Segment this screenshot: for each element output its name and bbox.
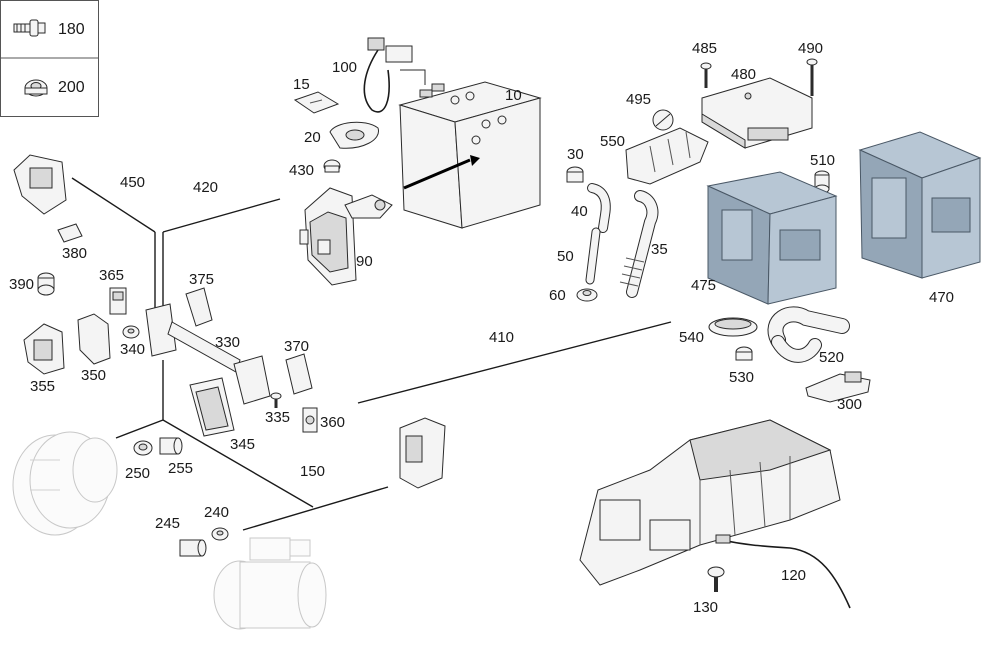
bolt-335 bbox=[270, 392, 282, 408]
callout-240: 240 bbox=[204, 504, 229, 521]
callout-540: 540 bbox=[679, 329, 704, 346]
starter-ghost bbox=[213, 537, 327, 630]
alternator-ghost bbox=[12, 431, 118, 536]
callout-380: 380 bbox=[62, 245, 87, 262]
callout-520: 520 bbox=[819, 349, 844, 366]
callout-480: 480 bbox=[731, 66, 756, 83]
clip-495 bbox=[652, 109, 674, 131]
harness-lines bbox=[71, 177, 672, 531]
cap-30 bbox=[566, 166, 584, 183]
legend-number-180: 180 bbox=[58, 21, 85, 38]
callout-345: 345 bbox=[230, 436, 255, 453]
cover-15 bbox=[293, 91, 340, 114]
screw-485 bbox=[700, 62, 712, 88]
bolt-130 bbox=[707, 566, 725, 592]
callout-410: 410 bbox=[489, 329, 514, 346]
module-475 bbox=[706, 171, 838, 305]
screw-icon bbox=[13, 19, 46, 37]
hose-40 bbox=[587, 183, 611, 233]
callout-150: 150 bbox=[300, 463, 325, 480]
callout-50: 50 bbox=[557, 248, 574, 265]
callout-330: 330 bbox=[215, 334, 240, 351]
clip-380 bbox=[57, 223, 83, 243]
bracket-355 bbox=[23, 323, 65, 375]
callout-550: 550 bbox=[600, 133, 625, 150]
callout-350: 350 bbox=[81, 367, 106, 384]
nut-250 bbox=[133, 440, 153, 456]
hose-520 bbox=[767, 306, 850, 363]
callout-495: 495 bbox=[626, 91, 651, 108]
callout-120: 120 bbox=[781, 567, 806, 584]
harness-330 bbox=[145, 303, 271, 405]
callout-30: 30 bbox=[567, 146, 584, 163]
legend: 180 200 bbox=[0, 0, 99, 117]
connector-370 bbox=[285, 353, 313, 395]
callout-375: 375 bbox=[189, 271, 214, 288]
callout-390: 390 bbox=[9, 276, 34, 293]
callout-485: 485 bbox=[692, 40, 717, 57]
nut-430 bbox=[323, 159, 341, 173]
callout-35: 35 bbox=[651, 241, 668, 258]
callout-360: 360 bbox=[320, 414, 345, 431]
callout-510: 510 bbox=[810, 152, 835, 169]
callout-335: 335 bbox=[265, 409, 290, 426]
callouts: 10 15 20 30 35 40 50 60 90 100 120 130 1… bbox=[9, 40, 954, 616]
terminal-cable bbox=[363, 37, 426, 113]
ground-cable-120 bbox=[715, 534, 851, 609]
connector-375 bbox=[185, 287, 213, 327]
callout-60: 60 bbox=[549, 287, 566, 304]
bracket-350 bbox=[77, 313, 111, 365]
callout-255: 255 bbox=[168, 460, 193, 477]
relay-box bbox=[399, 417, 446, 489]
callout-370: 370 bbox=[284, 338, 309, 355]
callout-90: 90 bbox=[356, 253, 373, 270]
callout-355: 355 bbox=[30, 378, 55, 395]
callout-340: 340 bbox=[120, 341, 145, 358]
grommet-60 bbox=[576, 288, 598, 302]
callout-245: 245 bbox=[155, 515, 180, 532]
hose-35 bbox=[619, 190, 659, 298]
callout-20: 20 bbox=[304, 129, 321, 146]
callout-475: 475 bbox=[691, 277, 716, 294]
callout-130: 130 bbox=[693, 599, 718, 616]
bracket-550 bbox=[625, 127, 709, 185]
cap-255 bbox=[159, 437, 183, 455]
cap-390 bbox=[37, 272, 55, 296]
distribution-module bbox=[299, 187, 393, 286]
callout-420: 420 bbox=[193, 179, 218, 196]
module-470 bbox=[858, 131, 982, 279]
battery bbox=[398, 81, 542, 229]
callout-450: 450 bbox=[120, 174, 145, 191]
callout-530: 530 bbox=[729, 369, 754, 386]
cover-20 bbox=[329, 121, 379, 149]
grommet-340 bbox=[122, 325, 140, 339]
callout-470: 470 bbox=[929, 289, 954, 306]
bracket-450 bbox=[13, 154, 67, 215]
callout-430: 430 bbox=[289, 162, 314, 179]
callout-365: 365 bbox=[99, 267, 124, 284]
control-unit-480 bbox=[701, 77, 813, 149]
callout-15: 15 bbox=[293, 76, 310, 93]
transmission bbox=[579, 419, 841, 586]
connector-300 bbox=[805, 371, 871, 403]
callout-300: 300 bbox=[837, 396, 862, 413]
seal-540 bbox=[708, 317, 758, 337]
module-345 bbox=[189, 377, 235, 437]
cap-245 bbox=[179, 539, 207, 557]
legend-number-200: 200 bbox=[58, 79, 85, 96]
callout-100: 100 bbox=[332, 59, 357, 76]
connector-365 bbox=[109, 287, 127, 315]
hose-50 bbox=[585, 227, 601, 285]
callout-490: 490 bbox=[798, 40, 823, 57]
screw-490 bbox=[806, 58, 818, 96]
connector-360 bbox=[302, 407, 318, 433]
callout-40: 40 bbox=[571, 203, 588, 220]
nut-240 bbox=[211, 527, 229, 541]
nut-icon bbox=[24, 79, 48, 97]
callout-250: 250 bbox=[125, 465, 150, 482]
nut-530 bbox=[735, 346, 753, 361]
callout-10: 10 bbox=[505, 87, 522, 104]
